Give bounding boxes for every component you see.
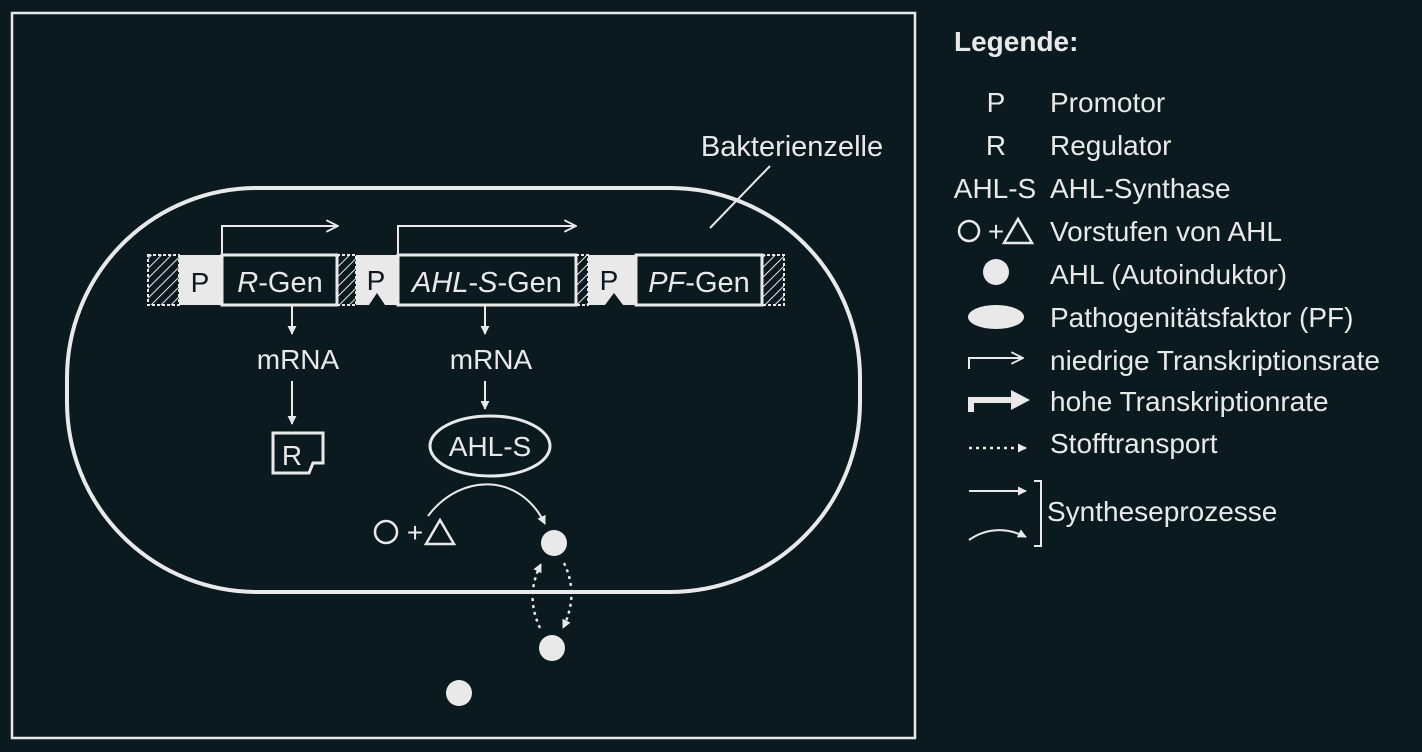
legend-curved-arrow-icon [968,529,1027,541]
cell-membrane [65,186,862,594]
ahl-environment-icon [446,680,472,706]
transcription-arrow-r [221,226,338,255]
legend-ahl-circle-icon [983,259,1009,285]
spacer-2 [575,254,589,306]
spacer-1 [336,254,357,306]
regulator-protein-label: R [282,440,302,471]
legend-bracket [1034,480,1042,547]
precursor-circle-icon [373,519,399,545]
ahl-synthase-label: AHL-S [449,431,531,462]
precursor-triangle-icon [423,517,457,546]
legend-text-transport: Stofftransport [1050,428,1218,459]
cell-label: Bakterienzelle [701,131,883,163]
mrna-left-label: mRNA [257,344,340,375]
legend: Legende: P Promotor R Regulator AHL-S AH… [954,26,1380,547]
promoter-pf-label: P [600,265,619,296]
ahls-gene-label: AHL-S-Gen [410,267,562,299]
promoter-pf [588,255,636,305]
regulator-protein-icon [271,431,325,475]
pf-gene-label: PF-Gen [648,267,750,299]
legend-precursor-plus: + [988,216,1004,247]
ahl-synthase-ellipse [428,414,552,478]
legend-thin-arrow-icon [968,358,1023,369]
legend-precursor-triangle-icon [1001,216,1035,245]
precursor-plus: + [407,517,423,548]
promoter-r [179,255,222,305]
promoter-r-label: P [191,267,210,298]
promoter-ahls-label: P [367,265,386,296]
cell-label-leader [709,165,771,229]
transport-arrow-in [531,563,543,629]
ahl-inside-icon [541,530,567,556]
legend-text-ahl: AHL (Autoinduktor) [1050,259,1287,290]
legend-title: Legende: [954,26,1078,57]
r-gene-label: R-Gen [237,267,322,299]
spacer-right [761,254,785,306]
legend-text-synthesis: Syntheseprozesse [1047,496,1277,527]
transport-arrow-out [561,562,573,629]
legend-symbol-ahls: AHL-S [954,173,1036,204]
legend-thick-arrow-icon [968,390,1030,412]
legend-pf-ellipse-icon [968,305,1024,329]
mrna-mid-label: mRNA [450,344,533,375]
legend-symbol-promotor: P [987,87,1006,118]
legend-text-pf: Pathogenitätsfaktor (PF) [1050,302,1353,333]
gene-strip: P R-Gen P AHL-S-Gen P PF-Gen [147,253,785,307]
legend-text-low-rate: niedrige Transkriptionsrate [1050,345,1380,376]
legend-text-precursors: Vorstufen von AHL [1050,216,1282,247]
legend-precursor-circle-icon [957,219,981,243]
legend-symbol-precursors: + [957,216,1035,247]
legend-text-ahls: AHL-Synthase [1050,173,1231,204]
synthesis-curve-arrow [427,483,546,525]
legend-text-high-rate: hohe Transkriptionrate [1050,386,1329,417]
legend-text-regulator: Regulator [1050,130,1171,161]
legend-symbol-regulator: R [986,130,1006,161]
environment-frame [10,11,917,740]
ahl-outside-icon [539,635,565,661]
promoter-ahls [356,255,398,305]
spacer-left [147,254,180,306]
transcription-arrow-ahls [397,226,576,255]
legend-text-promotor: Promotor [1050,87,1165,118]
